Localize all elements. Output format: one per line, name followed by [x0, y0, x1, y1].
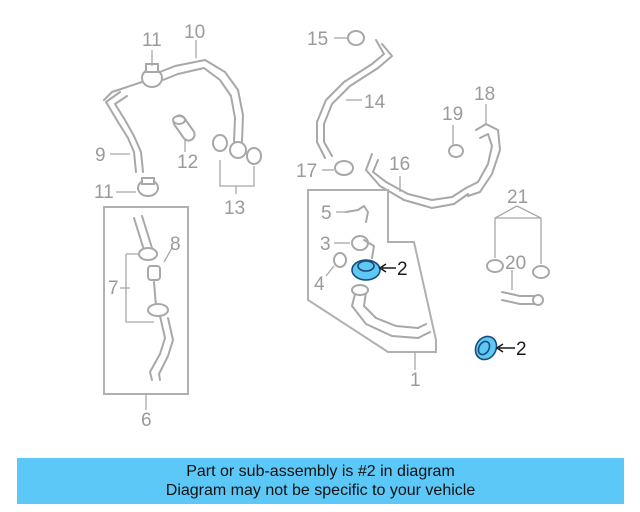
callout-4: 4: [314, 274, 325, 295]
callout-12: 12: [177, 152, 198, 173]
pipe-16: [365, 153, 469, 209]
callout-3: 3: [320, 234, 331, 255]
callout-17: 17: [296, 161, 317, 182]
hose-10: [159, 59, 244, 143]
callout-6: 6: [141, 410, 152, 431]
callout-20: 20: [505, 253, 526, 274]
clamp-17: [334, 160, 354, 176]
callout-13: 13: [224, 198, 245, 219]
hose-14-inner: [316, 39, 385, 159]
assembly-box-1: [307, 189, 437, 353]
hose-18-inner: [465, 133, 493, 189]
hose-9-inner: [114, 95, 144, 173]
callout-8: 8: [170, 234, 181, 255]
hose-5: [345, 205, 369, 223]
callout-19: 19: [442, 104, 463, 125]
callout-21: 21: [507, 187, 528, 208]
leader-lines: [110, 37, 542, 410]
callout-9: 9: [95, 145, 106, 166]
info-banner: Part or sub-assembly is #2 in diagram Di…: [17, 458, 624, 504]
hose-20-end: [532, 294, 544, 306]
callout-11-lower: 11: [94, 182, 114, 203]
callout-2-standalone: 2: [516, 339, 527, 360]
hose-12: [172, 114, 196, 142]
callout-11-top: 11: [142, 30, 162, 51]
clamp-19: [448, 144, 464, 158]
hose-14: [323, 43, 393, 157]
clamp-15: [347, 30, 365, 46]
hose-1-end: [351, 284, 369, 296]
clamp-2-highlight-b: [474, 335, 498, 361]
callout-15: 15: [307, 29, 328, 50]
callout-2-box: 2: [397, 259, 408, 280]
callout-5: 5: [321, 203, 332, 224]
valve-11-top: [103, 63, 163, 101]
callout-16: 16: [389, 154, 410, 175]
hose-20: [501, 291, 539, 305]
callout-18: 18: [474, 84, 495, 105]
hose-1: [351, 289, 431, 339]
hose-3: [351, 235, 375, 259]
hose-1-inner: [363, 291, 427, 329]
valve-11-lower: [137, 177, 159, 197]
hose-10-inner: [162, 67, 236, 143]
ring-4: [333, 252, 347, 268]
callout-14: 14: [364, 92, 386, 113]
callout-1: 1: [410, 370, 421, 391]
clamps-13: [212, 134, 262, 165]
clamps-21: [486, 259, 550, 279]
callout-7: 7: [108, 278, 119, 299]
hose-assembly-6: [133, 215, 174, 381]
callout-10: 10: [184, 22, 205, 43]
banner-line-1: Part or sub-assembly is #2 in diagram: [186, 463, 455, 480]
pipe-16-inner: [372, 159, 467, 201]
banner-line-2: Diagram may not be specific to your vehi…: [165, 482, 476, 499]
clamp-2-highlight-a: [351, 259, 381, 281]
parts-diagram: 11 10 9 11 12 13 8 7 6 15 14 17 16 19 18…: [94, 22, 550, 431]
hose-9: [105, 91, 137, 173]
